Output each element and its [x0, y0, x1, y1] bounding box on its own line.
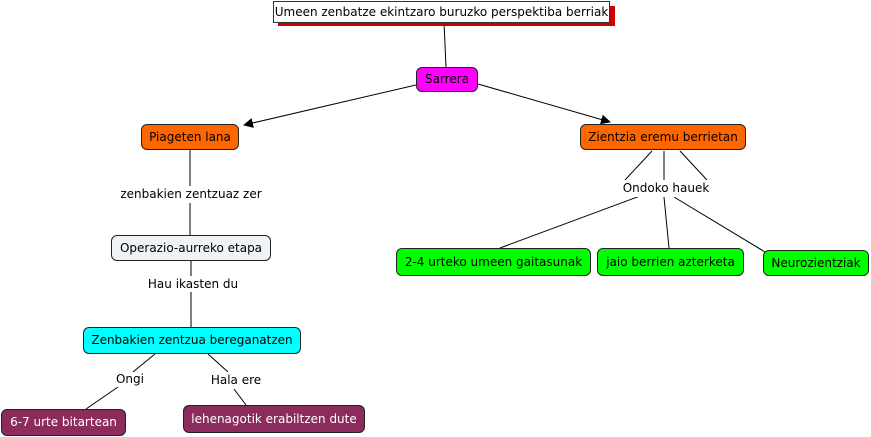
link-label-hala-ere: Hala ere: [203, 372, 269, 389]
link-label-zenbakien-zentzuaz: zenbakien zentzuaz zer: [114, 186, 268, 203]
line-zientzia-ondoko-3: [679, 150, 708, 181]
node-piaget[interactable]: Piageten lana: [141, 124, 239, 150]
line-zenbakien-hala: [207, 353, 229, 373]
line-ondoko-jaio: [663, 196, 670, 249]
line-ongi-6-7: [85, 386, 119, 410]
arrow-sarrera-piaget: [243, 84, 417, 128]
node-operazio[interactable]: Operazio-aurreko etapa: [111, 235, 271, 261]
arrow-sarrera-zientzia: [477, 83, 611, 125]
node-sarrera[interactable]: Sarrera: [416, 67, 478, 92]
line-zenbakien-ongi: [132, 353, 156, 373]
link-label-ondoko-hauek: Ondoko hauek: [614, 180, 718, 197]
node-zientzia[interactable]: Zientzia eremu berrietan: [580, 124, 746, 150]
node-lehenagotik[interactable]: lehenagotik erabiltzen dute: [183, 405, 365, 433]
link-label-hau-ikasten: Hau ikasten du: [141, 276, 245, 292]
node-neurozientziak[interactable]: Neurozientziak: [763, 250, 869, 276]
line-zientzia-ondoko-1: [624, 150, 653, 181]
line-ondoko-neuro: [673, 196, 776, 259]
line-ondoko-2-4: [499, 195, 641, 249]
node-jaio-berrien[interactable]: jaio berrien azterketa: [597, 248, 744, 276]
node-2-4-urteko[interactable]: 2-4 urteko umeen gaitasunak: [396, 248, 591, 276]
node-6-7-urte[interactable]: 6-7 urte bitartean: [1, 409, 126, 436]
line-hala-lehena: [233, 388, 247, 406]
link-label-ongi: Ongi: [108, 372, 152, 387]
line-title-sarrera: [443, 21, 447, 68]
diagram-title: Umeen zenbatze ekintzaro buruzko perspek…: [273, 1, 610, 23]
node-zenbakien-zentzua[interactable]: Zenbakien zentzua bereganatzen: [83, 327, 301, 354]
